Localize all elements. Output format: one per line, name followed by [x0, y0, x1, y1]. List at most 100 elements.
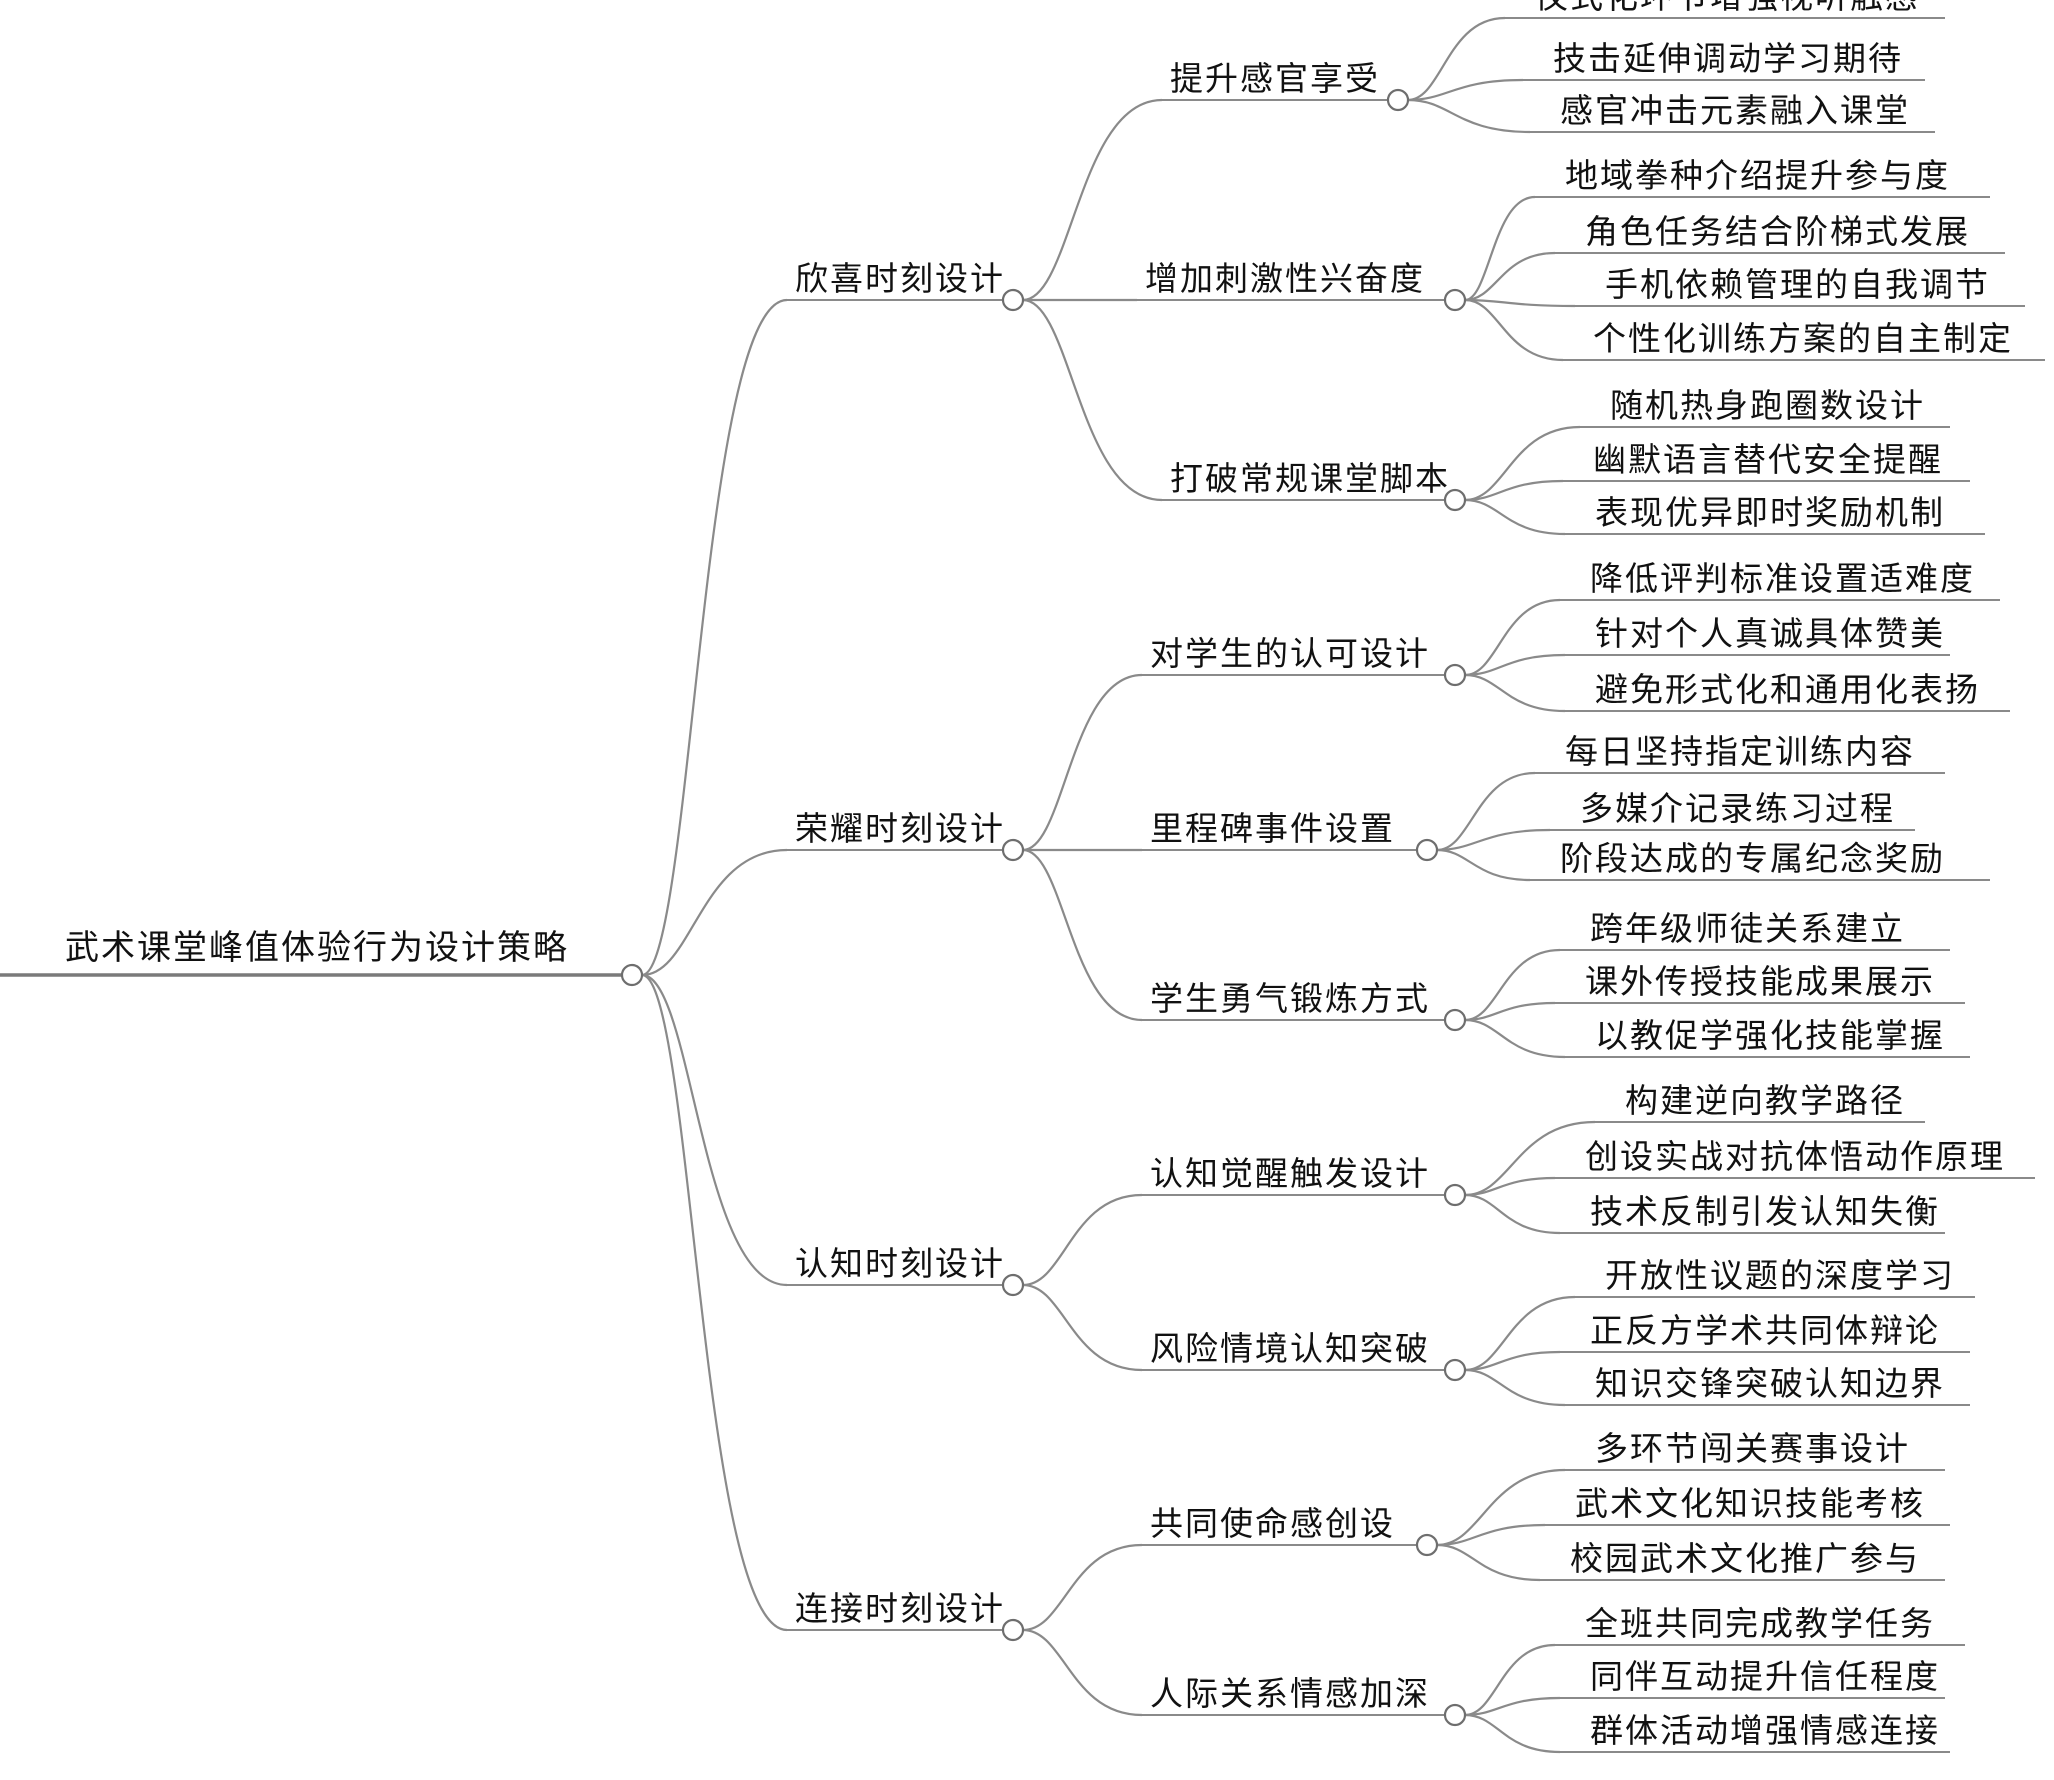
leaf-topic: 构建逆向教学路径: [1625, 1081, 1905, 1120]
leaf-link: [1436, 848, 1531, 882]
leaf-topic: 地域拳种介绍提升参与度: [1565, 156, 1950, 195]
leaf-link: [1464, 598, 1561, 677]
leaf-link: [1464, 653, 1566, 677]
branch-link: [641, 298, 788, 977]
leaf-link: [1436, 1468, 1566, 1547]
subtopic: 学生勇气锻炼方式: [1150, 979, 1430, 1018]
leaf-link: [1464, 298, 1576, 308]
leaf-link: [1464, 1176, 1556, 1197]
leaf-link: [1436, 828, 1551, 852]
leaf-link: [1464, 1713, 1561, 1754]
leaf-topic: 手机依赖管理的自我调节: [1605, 265, 1990, 304]
mindmap-underlines: [0, 17, 2045, 1753]
leaf-link: [1407, 78, 1524, 102]
mindmap-labels: 武术课堂峰值体验行为设计策略欣喜时刻设计提升感官享受仪式化环节增强视听触感技击延…: [65, 0, 2013, 1750]
leaf-topic: 创设实战对抗体悟动作原理: [1585, 1137, 2005, 1176]
leaf-topic: 技击延伸调动学习期待: [1553, 39, 1903, 78]
subtopic-toggle-knob[interactable]: [1443, 1183, 1467, 1207]
leaf-link: [1464, 1295, 1576, 1372]
subtopic: 认知觉醒触发设计: [1150, 1154, 1430, 1193]
root-toggle-knob[interactable]: [620, 963, 644, 987]
leaf-topic: 全班共同完成教学任务: [1585, 1604, 1935, 1643]
leaf-topic: 避免形式化和通用化表扬: [1595, 670, 1980, 709]
leaf-topic: 同伴互动提升信任程度: [1590, 1657, 1940, 1696]
mindmap-links: [641, 16, 1596, 1754]
leaf-topic: 正反方学术共同体辩论: [1590, 1311, 1940, 1350]
leaf-link: [1464, 673, 1566, 713]
subtopic-link: [1022, 1283, 1143, 1372]
leaf-link: [1464, 1350, 1561, 1372]
leaf-topic: 仪式化环节增强视听触感: [1535, 0, 1920, 16]
subtopic: 人际关系情感加深: [1150, 1674, 1430, 1713]
leaf-link: [1464, 948, 1561, 1022]
leaf-topic: 表现优异即时奖励机制: [1595, 493, 1945, 532]
leaf-topic: 降低评判标准设置适难度: [1590, 559, 1975, 598]
leaf-topic: 阶段达成的专属纪念奖励: [1560, 839, 1945, 878]
subtopic-toggle-knob[interactable]: [1443, 1703, 1467, 1727]
leaf-link: [1436, 1523, 1546, 1547]
leaf-link: [1464, 1696, 1561, 1717]
leaf-topic: 校园武术文化推广参与: [1570, 1539, 1920, 1578]
subtopic-link: [1022, 673, 1143, 852]
branch-link: [641, 973, 788, 1632]
leaf-topic: 技术反制引发认知失衡: [1590, 1192, 1940, 1231]
leaf-topic: 武术文化知识技能考核: [1575, 1484, 1925, 1523]
subtopic-toggle-knob[interactable]: [1443, 488, 1467, 512]
leaf-topic: 开放性议题的深度学习: [1605, 1256, 1955, 1295]
leaf-link: [1464, 251, 1556, 302]
subtopic-toggle-knob[interactable]: [1443, 1358, 1467, 1382]
leaf-topic: 每日坚持指定训练内容: [1565, 732, 1915, 771]
leaf-link: [1464, 498, 1566, 536]
leaf-link: [1436, 771, 1536, 852]
subtopic-link: [1022, 848, 1143, 1022]
subtopic-toggle-knob[interactable]: [1443, 663, 1467, 687]
root-topic: 武术课堂峰值体验行为设计策略: [65, 928, 569, 968]
leaf-link: [1464, 1120, 1596, 1197]
branch-toggle-knob[interactable]: [1001, 1618, 1025, 1642]
leaf-link: [1407, 98, 1531, 134]
subtopic: 共同使命感创设: [1150, 1504, 1395, 1543]
leaf-topic: 以教促学强化技能掌握: [1595, 1016, 1945, 1055]
subtopic-toggle-knob[interactable]: [1415, 1533, 1439, 1557]
leaf-link: [1464, 1018, 1566, 1059]
leaf-link: [1464, 1368, 1566, 1407]
branch-topic: 认知时刻设计: [795, 1244, 1005, 1283]
branch-toggle-knob[interactable]: [1001, 1273, 1025, 1297]
leaf-topic: 幽默语言替代安全提醒: [1593, 440, 1943, 479]
branch-toggle-knob[interactable]: [1001, 288, 1025, 312]
subtopic: 对学生的认可设计: [1150, 634, 1430, 673]
leaf-topic: 随机热身跑圈数设计: [1610, 386, 1925, 425]
subtopic: 里程碑事件设置: [1150, 809, 1395, 848]
leaf-topic: 个性化训练方案的自主制定: [1593, 319, 2013, 358]
leaf-topic: 多环节闯关赛事设计: [1595, 1429, 1910, 1468]
leaf-topic: 知识交锋突破认知边界: [1595, 1364, 1945, 1403]
subtopic-toggle-knob[interactable]: [1443, 1008, 1467, 1032]
leaf-topic: 多媒介记录练习过程: [1580, 789, 1895, 828]
branch-topic: 荣耀时刻设计: [795, 809, 1005, 848]
subtopic: 风险情境认知突破: [1150, 1329, 1430, 1368]
subtopic: 增加刺激性兴奋度: [1145, 259, 1425, 298]
subtopic-toggle-knob[interactable]: [1443, 288, 1467, 312]
leaf-link: [1436, 1543, 1541, 1582]
leaf-topic: 感官冲击元素融入课堂: [1560, 91, 1910, 130]
leaf-link: [1464, 425, 1581, 502]
subtopic-toggle-knob[interactable]: [1386, 88, 1410, 112]
subtopic-toggle-knob[interactable]: [1415, 838, 1439, 862]
leaf-link: [1464, 298, 1564, 362]
subtopic-link: [1022, 1628, 1143, 1717]
leaf-link: [1464, 479, 1564, 502]
subtopic-link: [1022, 298, 1163, 502]
subtopic-link: [1022, 1193, 1143, 1287]
subtopic-link: [1022, 1543, 1143, 1632]
leaf-topic: 针对个人真诚具体赞美: [1595, 614, 1945, 653]
leaf-link: [1464, 195, 1536, 302]
branch-topic: 连接时刻设计: [795, 1589, 1005, 1628]
leaf-topic: 角色任务结合阶梯式发展: [1585, 212, 1970, 251]
branch-toggle-knob[interactable]: [1001, 838, 1025, 862]
subtopic-link: [1022, 98, 1163, 302]
leaf-topic: 跨年级师徒关系建立: [1590, 909, 1905, 948]
mindmap-knobs: [620, 88, 1467, 1727]
leaf-topic: 群体活动增强情感连接: [1590, 1711, 1940, 1750]
subtopic: 提升感官享受: [1170, 59, 1380, 98]
